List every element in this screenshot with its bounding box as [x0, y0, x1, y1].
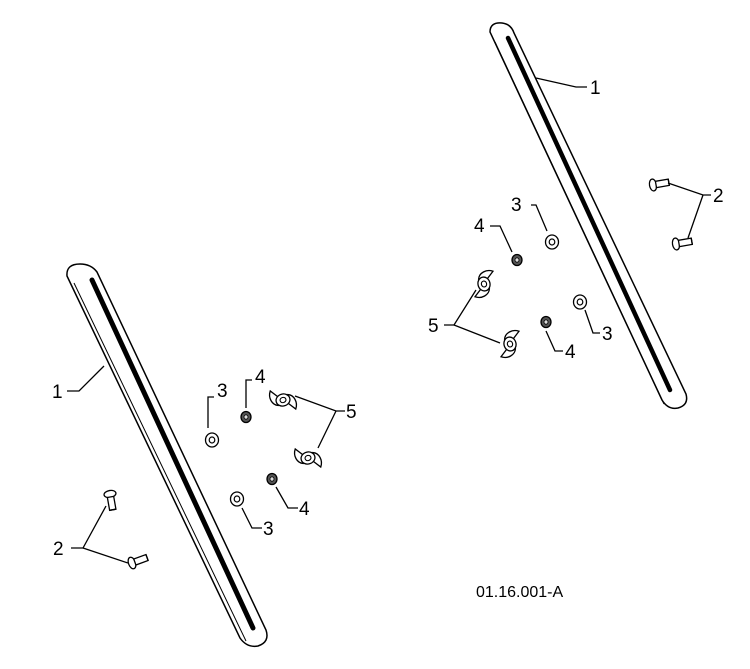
- right-rail: [489, 22, 688, 410]
- left-callout-1: 1: [52, 382, 63, 403]
- left-rail: [66, 263, 268, 648]
- right-callout-4-upper: 4: [474, 216, 485, 237]
- left-callout-4-upper: 4: [255, 367, 266, 388]
- right-bolt-lower: [670, 234, 694, 252]
- right-wingnut-lower: [494, 328, 526, 360]
- left-washer-upper: [204, 432, 220, 448]
- left-callout-3-upper: 3: [217, 381, 228, 402]
- right-callout-3-lower: 3: [602, 324, 613, 345]
- left-bolt-lower: [126, 551, 150, 571]
- right-callout-1: 1: [590, 78, 601, 99]
- right-locknut-upper: [511, 253, 523, 267]
- right-washer-lower: [572, 294, 588, 310]
- right-bolt-upper: [647, 175, 671, 193]
- left-locknut-lower: [266, 472, 278, 486]
- right-callout-3-upper: 3: [511, 195, 522, 216]
- right-callout-4-lower: 4: [565, 342, 576, 363]
- figure-id: 01.16.001-A: [476, 584, 564, 601]
- left-locknut-upper: [240, 410, 252, 424]
- right-washer-upper: [544, 234, 560, 250]
- left-assembly: 1 2 3 4 5 3 4: [52, 263, 357, 648]
- left-callout-4-lower: 4: [299, 499, 310, 520]
- left-washer-lower: [229, 491, 245, 507]
- left-callout-5: 5: [346, 402, 357, 423]
- left-callout-3-lower: 3: [263, 519, 274, 540]
- left-callout-2: 2: [53, 539, 64, 560]
- right-callout-2: 2: [713, 186, 724, 207]
- right-assembly: 1 2 3 4 5 4 3: [428, 22, 724, 410]
- right-locknut-lower: [540, 315, 552, 329]
- left-wingnut-upper: [267, 384, 299, 416]
- right-callout-5: 5: [428, 316, 439, 337]
